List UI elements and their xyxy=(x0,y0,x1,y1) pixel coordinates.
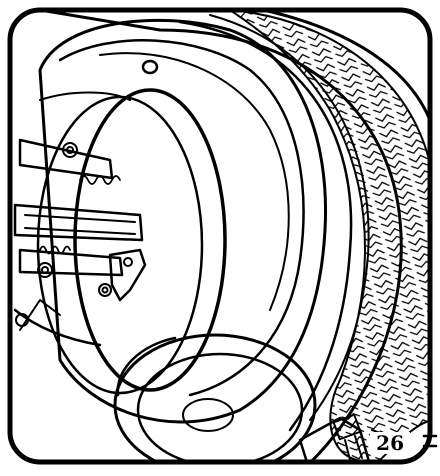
adjuster-lever xyxy=(108,248,147,302)
tool-handle xyxy=(298,413,374,462)
bolt xyxy=(62,142,78,158)
hub-cover-plate xyxy=(113,333,317,462)
bolt xyxy=(98,283,112,297)
tire-tread xyxy=(229,10,430,462)
return-spring xyxy=(79,175,121,185)
brake-drum-opening xyxy=(36,88,227,395)
bolt xyxy=(37,262,53,278)
brake-mechanism xyxy=(13,138,147,347)
figure-frame xyxy=(7,7,433,465)
rim-hole xyxy=(141,59,159,75)
figure-number: 26 xyxy=(370,432,410,454)
wheel-rim xyxy=(38,18,328,424)
tire xyxy=(38,10,430,462)
